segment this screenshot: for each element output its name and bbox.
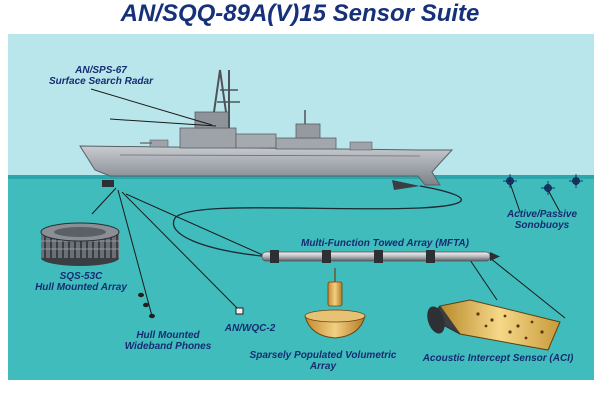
mfta-array	[261, 250, 500, 263]
aci-label: Acoustic Intercept Sensor (ACI)	[408, 353, 588, 364]
sonobuoys-label: Active/Passive Sonobuoys	[492, 209, 592, 231]
mfta-label-text: Multi-Function Towed Array (MFTA)	[301, 238, 469, 249]
tow-cable	[172, 185, 462, 257]
hull-array-label-line1: SQS-53C	[59, 271, 103, 282]
mfta-label: Multi-Function Towed Array (MFTA)	[285, 238, 485, 249]
sea-water	[8, 178, 594, 380]
destroyer-ship	[79, 69, 454, 190]
wqc-label: AN/WQC-2	[218, 323, 282, 334]
sea-surface	[8, 175, 594, 179]
wqc-2-transducer	[235, 307, 244, 315]
wideband-label-line1: Hull Mounted	[136, 330, 200, 341]
sonobuoys-label-line1: Active/Passive	[506, 209, 578, 220]
diagram-title: AN/SQQ-89A(V)15 Sensor Suite	[120, 0, 480, 27]
aci-sensor	[427, 299, 561, 351]
leader-lines	[90, 88, 566, 319]
radar-label-line1: AN/SPS-67	[75, 65, 127, 76]
hull-array-label-line2: Hull Mounted Array	[35, 282, 127, 293]
hull-array-label: SQS-53C Hull Mounted Array	[28, 271, 134, 293]
volumetric-array	[304, 268, 366, 339]
radar-label-line2: Surface Search Radar	[49, 76, 153, 87]
volumetric-label-line2: Array	[309, 361, 337, 372]
wideband-label: Hull Mounted Wideband Phones	[113, 330, 223, 352]
wideband-label-line2: Wideband Phones	[124, 341, 212, 352]
volumetric-label: Sparsely Populated Volumetric Array	[238, 350, 408, 372]
wideband-phones	[138, 292, 155, 319]
radar-label: AN/SPS-67 Surface Search Radar	[46, 65, 156, 87]
sqs-53c-array	[40, 222, 120, 266]
sonobuoys	[503, 174, 583, 195]
sonobuoys-label-line2: Sonobuoys	[514, 220, 570, 231]
volumetric-label-line1: Sparsely Populated Volumetric	[249, 350, 397, 361]
aci-label-text: Acoustic Intercept Sensor (ACI)	[422, 353, 574, 364]
wqc-label-text: AN/WQC-2	[224, 323, 276, 334]
